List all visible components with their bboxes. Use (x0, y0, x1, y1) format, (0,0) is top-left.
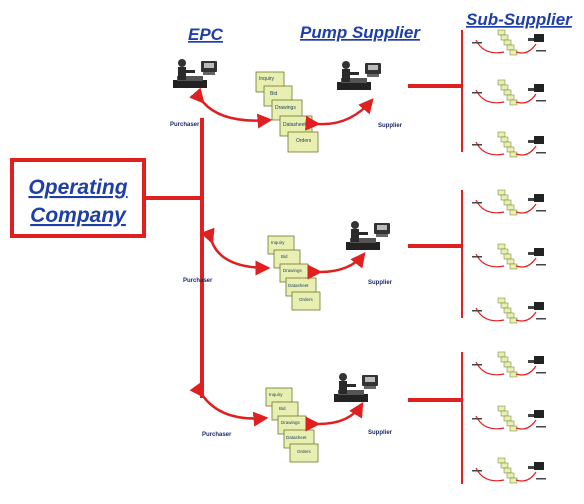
sub-supplier-unit-1b (471, 79, 547, 106)
doc-datasheet-3: Datasheet (286, 435, 307, 440)
sub-supplier-unit-2c (471, 297, 547, 324)
sub-supplier-unit-3b (471, 405, 547, 432)
pump-supplier-workstation-icon-3 (334, 373, 378, 402)
pump-supplier-header: Pump Supplier (300, 23, 421, 42)
epc-header: EPC (188, 25, 224, 44)
doc-drawings-3: Drawings (281, 420, 301, 425)
doc-orders-2: Orders (299, 297, 314, 302)
doc-bid-3: Bid (279, 406, 286, 411)
exchange-arrow-left-2 (200, 227, 271, 276)
exchange-arrow-right-3 (305, 401, 364, 432)
pump-supplier-workstation-icon-2 (346, 221, 390, 250)
operating-company-line1: Operating (28, 176, 127, 199)
pump-supplier-workstation-icon-1 (337, 61, 381, 90)
doc-drawings-2: Drawings (283, 268, 303, 273)
sub-supplier-unit-2a (471, 189, 547, 216)
exchange-arrow-right-2 (307, 252, 366, 280)
sub-supplier-unit-2b (471, 243, 547, 270)
document-stack-1: Inquiry Bid Drawings Datasheet Orders (255, 71, 319, 153)
doc-orders-1: Orders (296, 138, 312, 144)
doc-bid-2: Bid (281, 254, 288, 259)
supplier-label-3: Supplier (368, 430, 393, 436)
purchaser-label-1: Purchaser (170, 122, 200, 128)
document-stack-2: Inquiry Bid Drawings Datasheet Orders (267, 235, 321, 311)
exchange-arrow-right-1 (305, 98, 374, 131)
doc-orders-3: Orders (297, 449, 312, 454)
sub-supplier-unit-1c (471, 131, 547, 158)
purchaser-label-3: Purchaser (202, 432, 232, 438)
operating-company-line2: Company (30, 204, 127, 227)
doc-datasheet-2: Datasheet (288, 283, 309, 288)
epc-purchaser-workstation-icon (173, 59, 217, 88)
supplier-label-2: Supplier (368, 280, 393, 286)
supplier-label-1: Supplier (378, 123, 403, 129)
doc-inquiry-1: Inquiry (259, 76, 275, 82)
exchange-arrow-left-3 (189, 381, 269, 427)
doc-bid-1: Bid (270, 91, 277, 97)
operating-company-box (10, 158, 146, 238)
exchange-arrow-left-1 (189, 87, 273, 129)
doc-datasheet-1: Datasheet (283, 122, 306, 128)
doc-inquiry-3: Inquiry (269, 392, 283, 397)
sub-supplier-unit-3c (471, 457, 547, 484)
purchaser-label-2: Purchaser (183, 278, 213, 284)
sub-supplier-unit-1a (471, 29, 547, 56)
sub-supplier-header: Sub-Supplier (466, 10, 573, 29)
doc-inquiry-2: Inquiry (271, 240, 285, 245)
document-stack-3: Inquiry Bid Drawings Datasheet Orders (265, 387, 319, 463)
sub-supplier-unit-3a (471, 351, 547, 378)
doc-drawings-1: Drawings (275, 105, 296, 111)
